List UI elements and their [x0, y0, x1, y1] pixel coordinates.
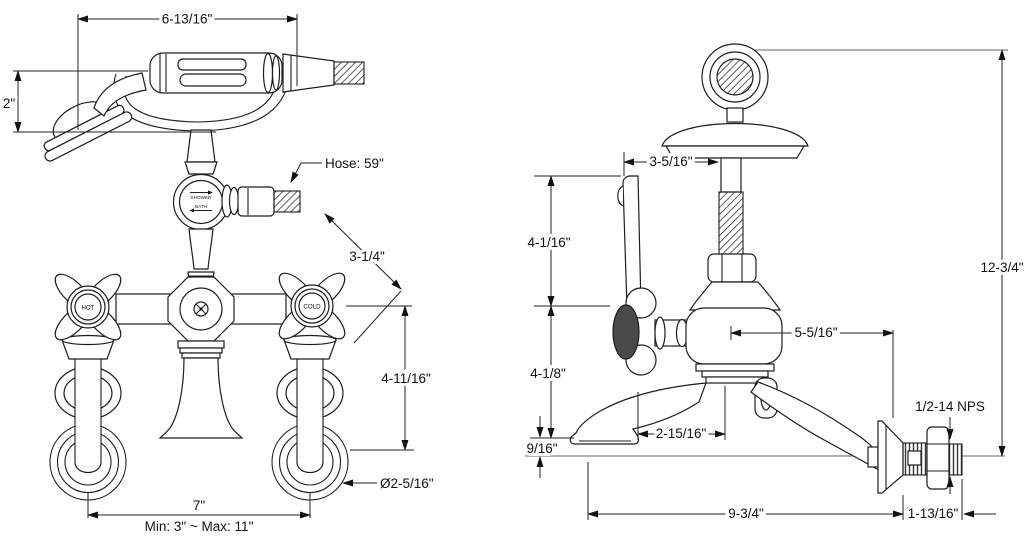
mounting-nut — [926, 426, 950, 490]
front-view-dimensions: 6-13/16" 2" Hose: 59" 3-1/4" 4-11/16" Ø2… — [0, 9, 437, 538]
dim-flange-diameter: Ø2-5/16" — [380, 476, 434, 491]
dim-body-to-wall: 5-5/16" — [794, 325, 837, 340]
diverter-knob: SHOWER BATH — [172, 173, 230, 231]
dim-handle-diameter: 3-1/4" — [349, 249, 385, 264]
thread-section-2 — [948, 443, 963, 476]
hot-handle: HOT — [54, 273, 122, 341]
riser-arm — [688, 157, 782, 311]
cold-handle: COLD — [278, 272, 346, 340]
dim-center-range: Min: 3" ~ Max: 11" — [145, 519, 254, 534]
body-boss — [167, 276, 235, 342]
front-view: SHOWER BATH — [0, 9, 437, 538]
hot-supply — [49, 334, 127, 501]
cold-supply — [271, 334, 349, 501]
dim-nipple-length: 1-13/16" — [908, 506, 959, 521]
side-body — [685, 307, 783, 365]
side-cradle — [661, 43, 809, 159]
shower-head-neck — [93, 72, 147, 117]
diverter-shower-label: SHOWER — [191, 195, 212, 200]
dim-overall-reach: 9-3/4" — [728, 506, 764, 521]
wall-connector — [867, 420, 963, 494]
dim-handle-width: 6-13/16" — [162, 12, 213, 27]
dim-body-to-spout: 4-1/8" — [530, 366, 566, 381]
hose-connector — [221, 184, 301, 218]
dim-thread-spec: 1/2-14 NPS — [915, 399, 985, 414]
left-body-arm — [115, 293, 173, 325]
dim-spout-tip-offset: 2-15/16" — [656, 426, 707, 441]
shower-nozzle — [282, 53, 365, 93]
diverter-stem — [184, 129, 218, 175]
knurled-hub — [612, 304, 640, 360]
side-lever — [617, 175, 642, 309]
dim-overall-height: 12-3/4" — [980, 260, 1023, 275]
diverter-lever — [187, 228, 215, 285]
diverter-bath-label: BATH — [195, 204, 207, 209]
side-cross-handle — [612, 287, 690, 376]
dim-spout-drop: 9/16" — [526, 441, 557, 456]
side-view-dimensions: 3-5/16" 4-1/16" 4-1/8" 9/16" 2-15/16" 5-… — [523, 49, 1027, 524]
right-body-arm — [227, 293, 287, 325]
dim-lever-height: 4-1/16" — [527, 235, 570, 250]
dim-hose-length: Hose: 59" — [325, 156, 384, 171]
dim-center-distance: 7" — [193, 498, 206, 513]
hot-label: HOT — [81, 305, 94, 312]
dim-body-height: 4-11/16" — [381, 371, 431, 386]
cold-label: COLD — [303, 304, 321, 311]
wall-pipe — [750, 381, 880, 472]
dim-head-height: 2" — [3, 96, 16, 111]
side-view: 3-5/16" 4-1/16" 4-1/8" 9/16" 2-15/16" 5-… — [523, 43, 1027, 524]
hose-coil — [273, 190, 301, 213]
dim-cradle-offset: 3-5/16" — [649, 154, 692, 169]
shower-handle — [149, 52, 283, 94]
spout — [158, 340, 244, 439]
